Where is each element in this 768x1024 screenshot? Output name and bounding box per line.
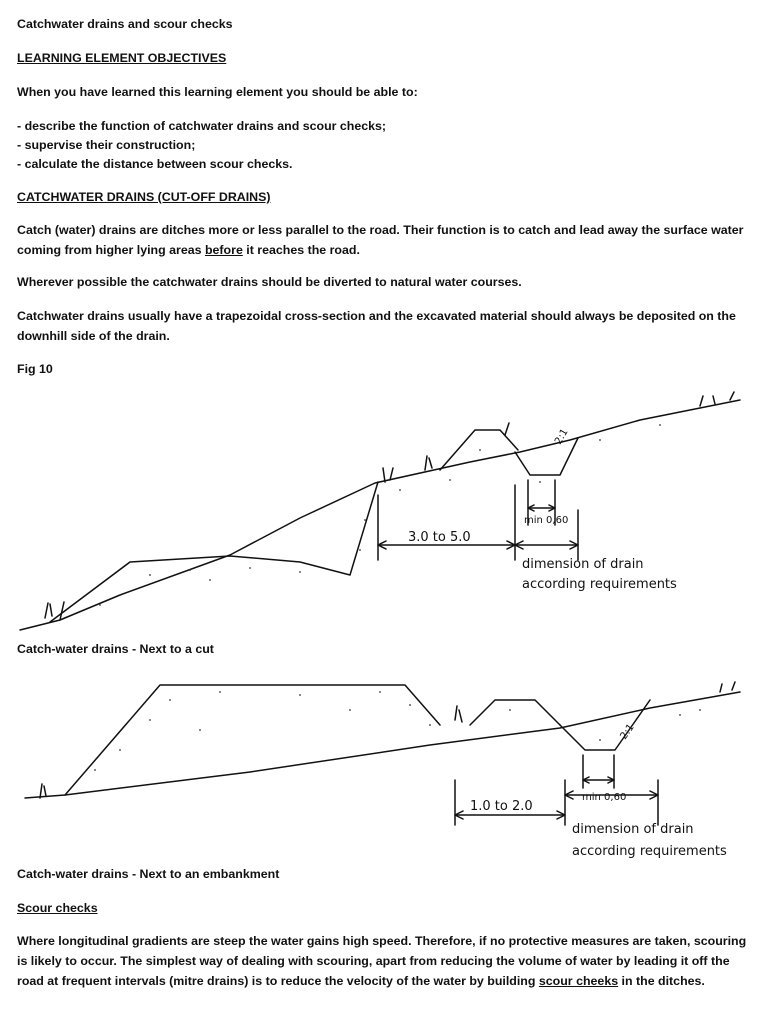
min-width-label: min 0,60 [582,792,626,803]
dimension-min [527,479,556,526]
dimension-label-line2: according requirements [522,577,677,592]
cut-profile [49,481,379,623]
objective-item: - describe the function of catchwater dr… [17,119,387,133]
document-title: Catchwater drains and scour checks [17,17,233,31]
objective-item: - supervise their construction; [17,138,196,152]
catchwater-heading: CATCHWATER DRAINS (CUT-OFF DRAINS) [17,190,271,204]
objectives-intro: When you have learned this learning elem… [17,85,418,99]
objective-item: - calculate the distance between scour c… [17,157,293,171]
dimension-distance [454,779,659,826]
scour-heading: Scour checks [17,901,98,915]
spoil-heap [439,429,519,471]
embankment-profile [64,684,441,796]
caption-cut: Catch-water drains - Next to a cut [17,642,214,656]
caption-embankment: Catch-water drains - Next to an embankme… [17,867,280,881]
slope-label: 2:1 [553,427,571,446]
paragraph-cross-section: Catchwater drains usually have a trapezo… [17,309,736,343]
ground-line [24,691,741,799]
distance-label: 3.0 to 5.0 [408,530,471,545]
figure-label: Fig 10 [17,362,53,376]
drain-section [559,699,651,751]
drain-section [514,437,579,476]
figure-catchwater-cut: 2:1 min 0,60 3.0 to 5.0 dimension of dra… [19,391,741,631]
slope-label: 2:1 [618,722,636,741]
dimension-distance [377,484,579,561]
ground-line [19,399,741,631]
spoil-heap [469,699,561,726]
figure-catchwater-embankment: 2:1 min 0,60 1.0 to 2.0 dimension of dra… [24,681,741,859]
min-width-label: min 0,60 [524,515,568,526]
dimension-label-line1: dimension of drain [522,557,644,572]
dimension-label-line1: dimension of drain [572,822,694,837]
paragraph-scour-checks: Where longitudinal gradients are steep t… [17,934,747,988]
objectives-heading: LEARNING ELEMENT OBJECTIVES [17,51,227,65]
dimension-label-line2: according requirements [572,844,727,859]
dimension-min [582,754,615,789]
paragraph-diversion: Wherever possible the catchwater drains … [17,275,522,289]
paragraph-catch-drains: Catch (water) drains are ditches more or… [17,223,744,257]
distance-label: 1.0 to 2.0 [470,799,533,814]
